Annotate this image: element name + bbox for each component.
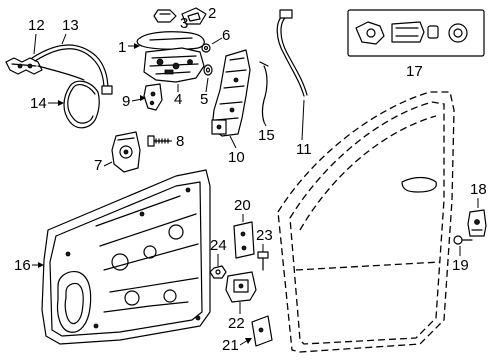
callout-label-9: 9	[122, 93, 130, 110]
callout-18: 18	[470, 181, 487, 208]
callout-13: 13	[61, 17, 79, 45]
callout-24: 24	[210, 237, 227, 266]
callout-1: 1	[118, 39, 140, 56]
part-24-nut	[209, 265, 227, 279]
callout-label-17: 17	[406, 63, 423, 80]
part-14-cable-loop	[63, 80, 100, 129]
part-1-outside-handle	[136, 31, 205, 50]
callout-label-21: 21	[222, 337, 239, 354]
callout-9: 9	[122, 93, 146, 110]
callout-10: 10	[228, 135, 245, 166]
callout-label-18: 18	[470, 181, 487, 198]
part-19-screw	[453, 235, 473, 245]
part-22-door-check	[225, 271, 257, 303]
part-11-latch-cable	[276, 9, 308, 97]
callout-4: 4	[174, 84, 182, 108]
part-6-washer	[201, 43, 211, 53]
part-21-check-bracket	[251, 315, 273, 347]
callout-label-14: 14	[30, 95, 47, 112]
callout-7: 7	[94, 157, 113, 174]
callout-8: 8	[168, 133, 184, 150]
part-17-lock-cylinder-set	[347, 9, 485, 57]
part-5-grommet	[203, 64, 213, 76]
callout-6: 6	[211, 27, 230, 45]
callout-label-11: 11	[296, 141, 312, 158]
callout-11: 11	[296, 99, 312, 158]
part-13-cable	[31, 44, 113, 95]
callout-label-24: 24	[210, 237, 227, 254]
callout-label-5: 5	[200, 91, 208, 108]
callout-23: 23	[256, 227, 273, 252]
part-20-hinge	[233, 221, 255, 259]
part-16-door-module-panel	[41, 169, 211, 345]
part-15-rod	[259, 61, 269, 123]
callout-label-16: 16	[14, 257, 31, 274]
callout-label-13: 13	[62, 17, 79, 34]
callout-label-7: 7	[94, 157, 102, 174]
part-12-latch-clip	[5, 57, 43, 75]
callout-15: 15	[258, 121, 275, 144]
callout-label-15: 15	[258, 127, 275, 144]
part-2-bezel	[181, 7, 207, 25]
callout-label-23: 23	[256, 227, 273, 244]
callout-20: 20	[234, 197, 251, 222]
door-shell-outline	[277, 91, 455, 353]
callout-3: 3	[180, 15, 188, 32]
callout-label-19: 19	[452, 257, 469, 274]
part-9-bracket	[143, 83, 163, 111]
part-18-striker	[467, 209, 487, 237]
callout-21: 21	[222, 337, 252, 354]
callout-2: 2	[208, 5, 216, 22]
part-10-regulator	[211, 49, 251, 137]
callout-label-8: 8	[176, 133, 184, 150]
part-8-bolt	[147, 135, 171, 147]
callout-5: 5	[200, 77, 209, 108]
callout-label-2: 2	[208, 5, 216, 22]
part-4-handle-bracket	[143, 47, 205, 83]
callout-label-10: 10	[228, 149, 245, 166]
part-7-latch	[111, 131, 141, 173]
callout-19: 19	[452, 246, 469, 274]
callout-label-6: 6	[222, 27, 230, 44]
callout-label-12: 12	[28, 17, 45, 34]
callout-label-3: 3	[180, 15, 188, 32]
callout-label-4: 4	[174, 91, 182, 108]
part-23-bolt	[257, 251, 269, 271]
callout-17: 17	[406, 63, 423, 80]
callout-16: 16	[14, 257, 44, 274]
callout-label-20: 20	[234, 197, 251, 214]
callout-label-1: 1	[118, 39, 126, 56]
callout-14: 14	[30, 95, 64, 112]
callout-12: 12	[28, 17, 45, 55]
callout-label-22: 22	[228, 315, 245, 332]
callout-22: 22	[228, 302, 245, 332]
part-3-clip	[153, 9, 177, 23]
